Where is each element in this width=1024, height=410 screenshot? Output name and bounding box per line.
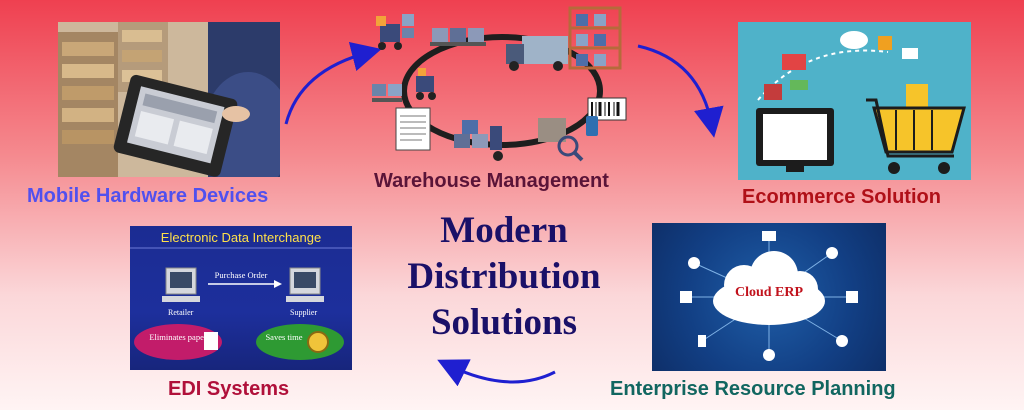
arrow-mobile-to-warehouse <box>284 41 382 125</box>
shopping-basket-icon <box>782 54 806 70</box>
ecommerce-illustration <box>738 22 971 180</box>
arrow-erp-to-edi <box>437 359 556 387</box>
saves-time-badge <box>256 324 344 360</box>
pallet-boxes-icon <box>430 28 486 46</box>
home-icon <box>846 291 858 303</box>
gift-icon <box>878 36 892 50</box>
title-line-1: Modern <box>440 210 568 251</box>
cloud-erp-label: Cloud ERP <box>734 285 804 300</box>
title-line-2: Distribution <box>407 256 601 297</box>
supplier-computer-icon <box>286 267 324 302</box>
forklift-icon <box>376 14 414 50</box>
magnifier-box-icon <box>538 118 584 162</box>
mobile-icon <box>698 335 706 347</box>
eliminates-paper-label: Eliminates paper <box>149 332 207 342</box>
hand-truck-icon <box>454 120 503 161</box>
center-title: Modern Distribution Solutions <box>380 208 628 346</box>
database-icon <box>763 349 775 361</box>
arrow-warehouse-to-ecommerce <box>637 44 724 138</box>
mobile-hardware-caption: Mobile Hardware Devices <box>27 185 269 207</box>
network-icon <box>826 247 838 259</box>
store-icon <box>764 84 782 100</box>
edi-caption: EDI Systems <box>168 378 290 400</box>
cloud-icon <box>713 251 825 325</box>
truck-icon <box>506 36 568 71</box>
monitor-icon <box>756 108 834 172</box>
edi-illustration: Electronic Data Interchange Purchase Ord… <box>130 226 352 370</box>
envelope-icon <box>902 48 918 59</box>
shelf-icon <box>568 6 622 70</box>
eliminates-paper-badge <box>134 324 222 360</box>
retailer-computer-icon <box>162 267 200 302</box>
settings-icon <box>688 257 700 269</box>
warehouse-illustration <box>372 6 627 162</box>
saves-time-label: Saves time <box>265 332 303 342</box>
paper-icon <box>204 332 218 350</box>
shopping-cart-icon <box>866 98 966 174</box>
money-icon <box>790 80 808 90</box>
purchase-order-label: Purchase Order <box>214 270 268 280</box>
forklift-icon <box>416 68 436 100</box>
edi-header: Electronic Data Interchange <box>160 230 322 245</box>
title-line-3: Solutions <box>430 302 577 343</box>
shopping-bag-icon <box>906 84 928 108</box>
retailer-label: Retailer <box>168 308 194 317</box>
erp-illustration: Cloud ERP <box>652 223 886 371</box>
mobile-hardware-photo <box>58 22 280 177</box>
supplier-label: Supplier <box>290 308 318 317</box>
display-icon <box>762 231 776 241</box>
erp-caption: Enterprise Resource Planning <box>610 378 896 400</box>
ecommerce-caption: Ecommerce Solution <box>742 186 941 208</box>
server-icon <box>680 291 692 303</box>
warehouse-caption: Warehouse Management <box>374 170 609 192</box>
barcode-scanner-icon <box>586 97 627 136</box>
cloud-icon <box>840 31 868 49</box>
document-icon <box>395 107 431 151</box>
clock-icon <box>307 331 329 353</box>
tools-icon <box>836 335 848 347</box>
boxes-icon <box>372 84 402 102</box>
